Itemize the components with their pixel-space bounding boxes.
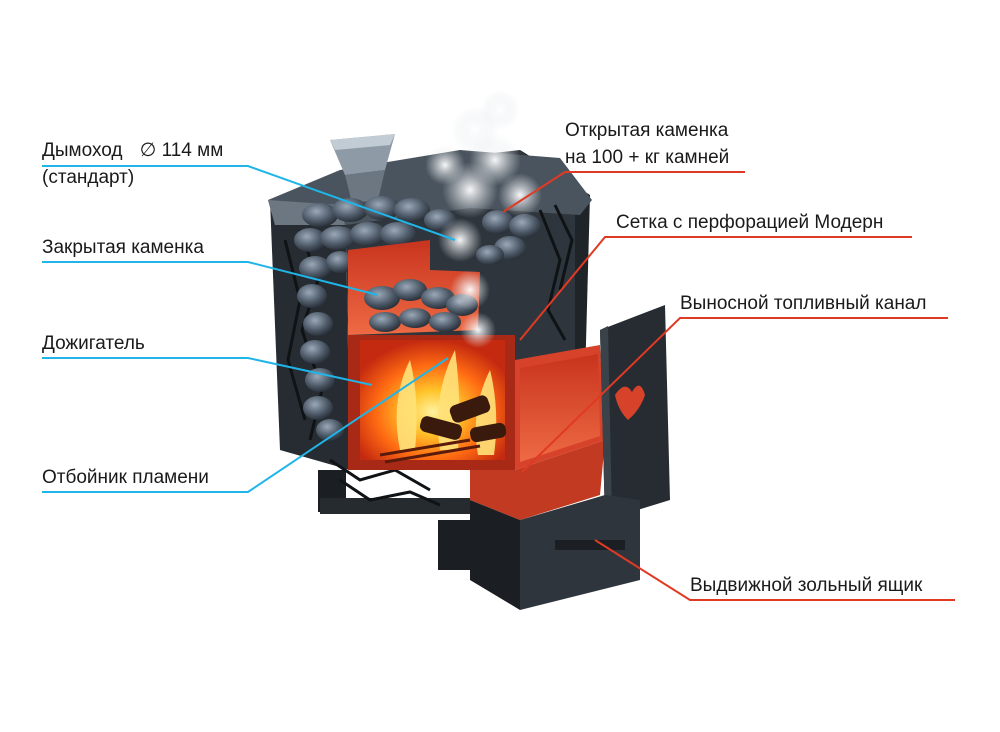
leader-chimney xyxy=(42,165,456,241)
leader-ash-drawer xyxy=(594,539,955,601)
chimney xyxy=(330,134,395,203)
left-leader-lines xyxy=(42,165,456,493)
leader-flame-deflector xyxy=(42,357,449,493)
label-chimney-standard: (стандарт) xyxy=(42,167,135,188)
leader-closed-heater xyxy=(42,261,379,296)
right-leader-lines xyxy=(502,171,955,601)
fuel-channel xyxy=(470,305,670,610)
label-closed-heater: Закрытая каменка xyxy=(42,237,204,258)
label-chimney: Дымоход ∅ 114 мм xyxy=(42,139,223,163)
label-open-heater: Открытая каменка xyxy=(565,120,729,141)
label-mesh: Сетка с перфорацией Модерн xyxy=(616,212,884,233)
stove-base xyxy=(318,470,472,570)
label-flame-deflector: Отбойник пламени xyxy=(42,467,209,488)
leader-mesh xyxy=(519,236,912,341)
label-ash-drawer: Выдвижной зольный ящик xyxy=(690,575,923,596)
steam xyxy=(425,90,542,348)
leader-open-heater xyxy=(502,171,745,213)
leader-afterburner xyxy=(42,357,373,386)
firebox xyxy=(348,335,515,470)
label-open-heater-capacity: на 100 + кг камней xyxy=(565,147,730,168)
diameter-icon: ∅ 114 мм xyxy=(139,140,224,161)
chimney-text: Дымоход xyxy=(42,140,123,161)
label-fuel-channel: Выносной топливный канал xyxy=(680,293,927,314)
closed-heater-cavity xyxy=(348,240,480,335)
leader-fuel-channel xyxy=(521,317,948,473)
label-afterburner: Дожигатель xyxy=(42,333,145,354)
